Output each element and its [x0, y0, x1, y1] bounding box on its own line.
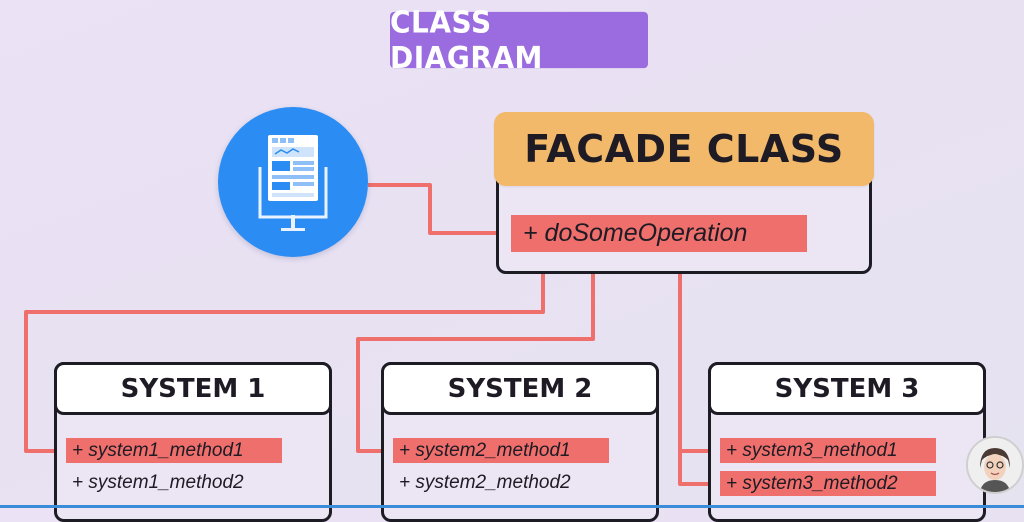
facade-method: + doSomeOperation — [511, 215, 807, 252]
system-3-method-1: + system3_method1 — [720, 438, 936, 463]
presenter-avatar-icon — [968, 438, 1022, 492]
system-2-header: SYSTEM 2 — [381, 362, 659, 415]
system-3-header: SYSTEM 3 — [708, 362, 986, 415]
system-2-method-2: + system2_method2 — [399, 471, 571, 493]
facade-class-header: FACADE CLASS — [494, 112, 874, 186]
system-1-method-1: + system1_method1 — [66, 438, 282, 463]
system-1-header: SYSTEM 1 — [54, 362, 332, 415]
computer-monitor-icon — [258, 135, 328, 231]
connector-facade-to-system1 — [24, 252, 545, 453]
client-icon-circle — [218, 107, 368, 257]
connector-facade-to-system2 — [356, 252, 595, 453]
presenter-avatar — [966, 436, 1024, 494]
bottom-progress-strip — [0, 505, 1024, 508]
system-1-method-2: + system1_method2 — [72, 471, 244, 493]
system-2-method-1: + system2_method1 — [393, 438, 609, 463]
connector-client-to-facade — [368, 183, 511, 235]
system-3-method-2: + system3_method2 — [720, 471, 936, 496]
